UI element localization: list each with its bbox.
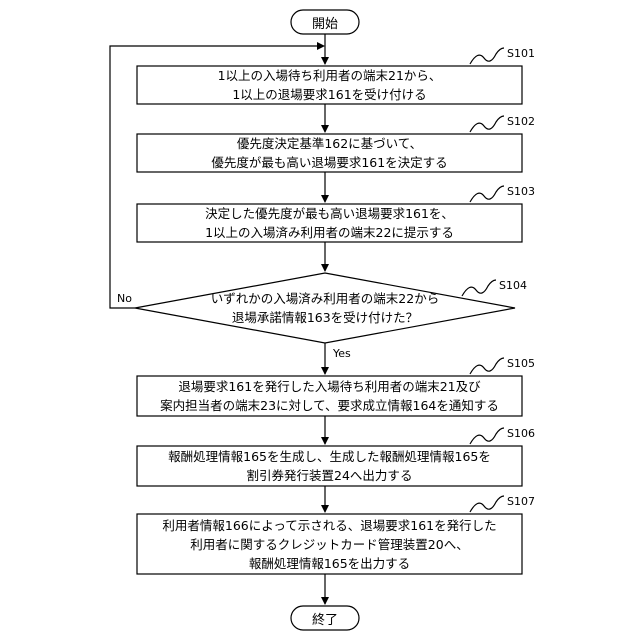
step-line: 案内担当者の端末23に対して、要求成立情報164を通知する bbox=[160, 396, 499, 415]
tilde-s103 bbox=[470, 186, 504, 202]
step-line: 利用者に関するクレジットカード管理装置20へ、 bbox=[190, 535, 468, 554]
step-id-s107: S107 bbox=[507, 495, 535, 508]
step-text-s105: 退場要求161を発行した入場待ち利用者の端末21及び 案内担当者の端末23に対し… bbox=[137, 376, 522, 416]
step-id-s101: S101 bbox=[507, 47, 535, 60]
tilde-s101 bbox=[470, 48, 504, 64]
branch-yes-label: Yes bbox=[333, 347, 351, 360]
step-line: 利用者情報166によって示される、退場要求161を発行した bbox=[162, 516, 496, 535]
tilde-s102 bbox=[470, 116, 504, 132]
step-text-s107: 利用者情報166によって示される、退場要求161を発行した 利用者に関するクレジ… bbox=[137, 514, 522, 574]
step-line: 優先度が最も高い退場要求161を決定する bbox=[211, 153, 447, 172]
step-line: 退場要求161を発行した入場待ち利用者の端末21及び bbox=[178, 377, 480, 396]
step-line: 決定した優先度が最も高い退場要求161を、 bbox=[205, 204, 454, 223]
step-line: 1以上の退場要求161を受け付ける bbox=[232, 85, 426, 104]
step-line: 優先度決定基準162に基づいて、 bbox=[237, 134, 422, 153]
step-id-s106: S106 bbox=[507, 427, 535, 440]
step-id-s102: S102 bbox=[507, 115, 535, 128]
step-line: 1以上の入場待ち利用者の端末21から、 bbox=[218, 66, 442, 85]
step-text-s101: 1以上の入場待ち利用者の端末21から、 1以上の退場要求161を受け付ける bbox=[137, 66, 522, 104]
step-line: 退場承諾情報163を受け付けた？ bbox=[232, 308, 418, 327]
step-line: 報酬処理情報165を出力する bbox=[249, 554, 410, 573]
step-line: いずれかの入場済み利用者の端末22から bbox=[211, 289, 439, 308]
step-id-s105: S105 bbox=[507, 357, 535, 370]
tilde-s107 bbox=[470, 496, 504, 512]
step-text-s106: 報酬処理情報165を生成し、生成した報酬処理情報165を 割引券発行装置24へ出… bbox=[137, 446, 522, 486]
step-line: 報酬処理情報165を生成し、生成した報酬処理情報165を bbox=[168, 447, 491, 466]
loop-arrowhead bbox=[317, 42, 325, 50]
step-text-s102: 優先度決定基準162に基づいて、 優先度が最も高い退場要求161を決定する bbox=[137, 134, 522, 172]
step-id-s104: S104 bbox=[499, 279, 527, 292]
start-label: 開始 bbox=[291, 10, 359, 34]
step-text-s103: 決定した優先度が最も高い退場要求161を、 1以上の入場済み利用者の端末22に提… bbox=[137, 204, 522, 242]
branch-no-label: No bbox=[117, 292, 132, 305]
tilde-s106 bbox=[470, 428, 504, 444]
step-line: 割引券発行装置24へ出力する bbox=[247, 466, 413, 485]
decision-text-s104: いずれかの入場済み利用者の端末22から 退場承諾情報163を受け付けた？ bbox=[175, 288, 475, 328]
step-line: 1以上の入場済み利用者の端末22に提示する bbox=[205, 223, 454, 242]
tilde-s105 bbox=[470, 358, 504, 374]
end-label: 終了 bbox=[291, 606, 359, 630]
step-id-s103: S103 bbox=[507, 185, 535, 198]
